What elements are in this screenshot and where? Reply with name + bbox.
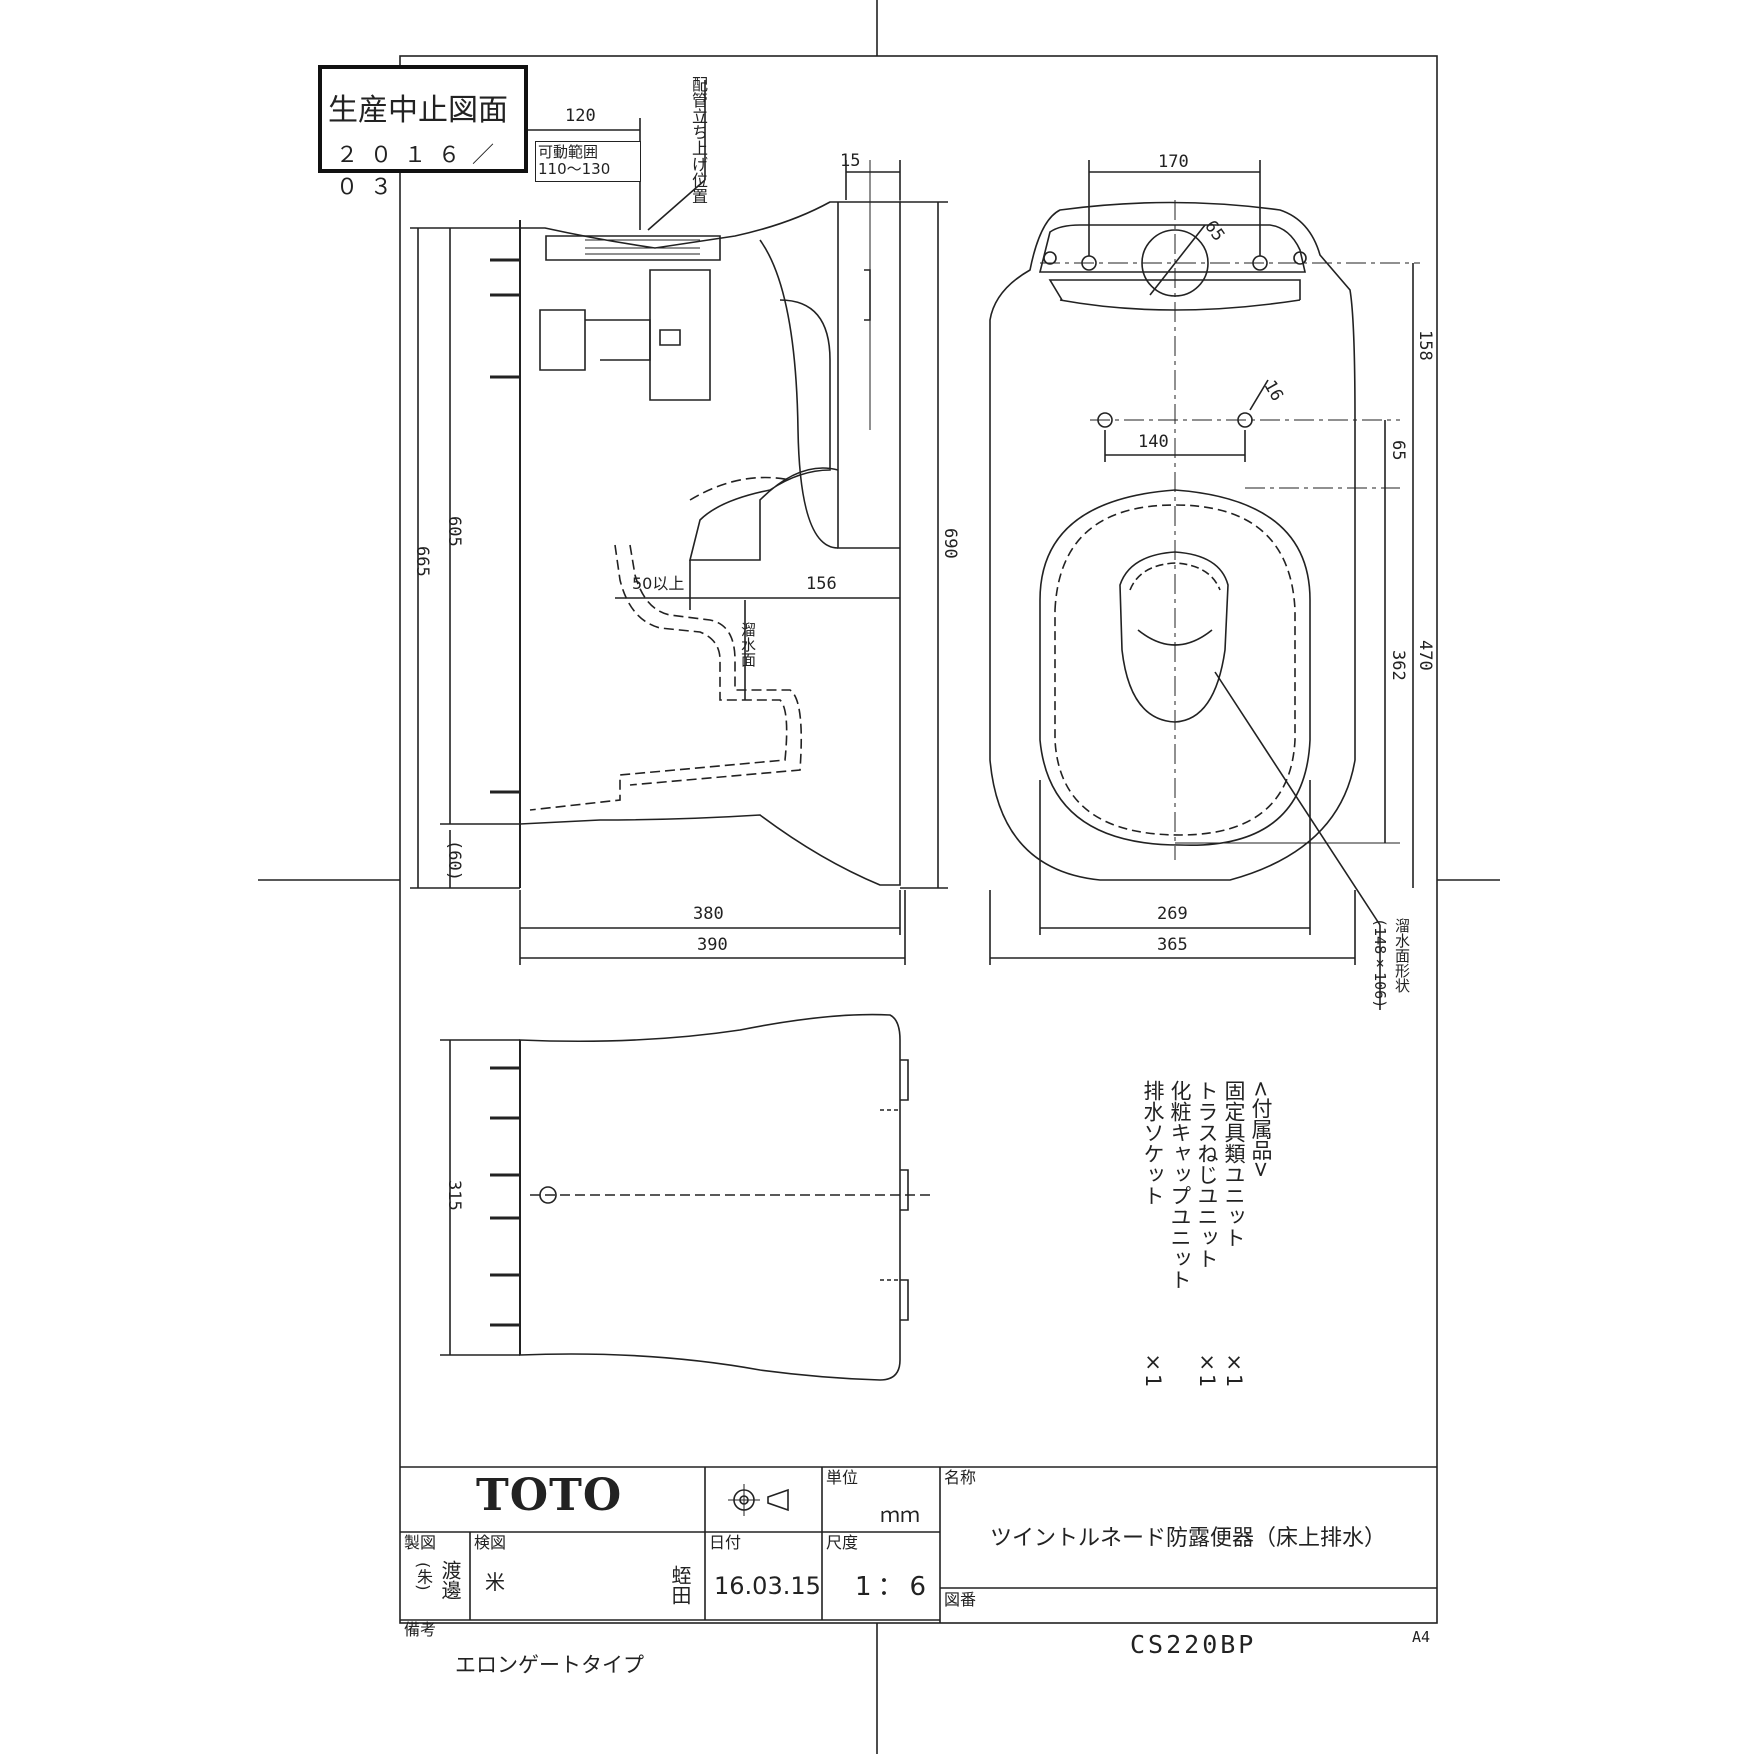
dim-365: 365 [1157,935,1188,955]
scale-label: 尺度 [826,1533,859,1552]
dim-120: 120 [565,106,596,126]
checked-by: 米 [485,1570,505,1594]
remarks-label: 備考 [404,1620,437,1639]
drawing-frame [399,55,1438,1624]
paper-size: A4 [1412,1628,1431,1646]
pipe-position-label: 配管立ち上げ位置 [689,76,708,204]
dim-140: 140 [1138,432,1169,452]
accessory-item: 化粧キャップユニット [1168,1080,1192,1290]
accessory-qty: ×1 [1195,1350,1219,1388]
accessory-item: 排水ソケット [1141,1080,1165,1206]
stamp-date: ２０１６／０３ [336,143,507,200]
accessory-item: 固定具類ユニット [1222,1080,1246,1248]
drawn-seal: (朱) [414,1562,433,1591]
unit-value: ｍｍ [880,1503,920,1527]
dim-665: 665 [412,546,432,577]
dim-65-offset: 65 [1388,440,1408,461]
title-block-lines [400,1466,1437,1623]
dim-362: 362 [1388,650,1408,681]
bottom-view [440,1013,935,1381]
date-value: 16.03.15 [714,1572,821,1600]
dim-269: 269 [1157,904,1188,924]
drawn-by: 渡邊 [438,1560,462,1600]
dim-50-min: 50以上 [632,574,685,593]
side-view [410,80,948,965]
movable-range-value: 110〜130 [538,160,611,179]
dim-15: 15 [840,151,861,171]
checked-label: 検図 [474,1533,507,1552]
drawing-no-label: 図番 [944,1590,977,1609]
dim-156: 156 [806,574,837,594]
dim-690: 690 [940,528,960,559]
dim-470: 470 [1415,640,1435,671]
accessory-qty: ×1 [1141,1350,1165,1388]
accessory-item: トラスねじユニット [1195,1080,1219,1269]
dim-605: 605 [444,516,464,547]
dim-315: 315 [444,1180,464,1211]
toto-logo: TOTO [476,1470,623,1521]
water-shape-size: (148×106) [1371,918,1389,1009]
product-name: ツイントルネード防露便器（床上排水） [990,1526,1387,1551]
drawing-number: CS220BP [1130,1630,1257,1659]
dim-60: (60) [444,840,464,881]
checked-by-2: 蛭田 [668,1565,692,1605]
accessory-qty: ×1 [1222,1350,1246,1388]
dim-170: 170 [1158,152,1189,172]
dim-158: 158 [1415,330,1435,361]
drawn-label: 製図 [404,1533,437,1552]
top-view [989,160,1420,1010]
stamp-title: 生産中止図面 [328,93,508,128]
movable-range-label: 可動範囲 [538,143,599,161]
scale-value: 1：6 [855,1572,933,1602]
unit-label: 単位 [826,1468,859,1487]
projection-symbol-icon [728,1484,789,1516]
water-surface-label: 溜水面 [739,622,757,667]
accessories-heading: <付属品> [1249,1080,1273,1179]
remarks-value: エロンゲートタイプ [455,1653,644,1677]
name-label: 名称 [944,1468,977,1487]
discontinued-stamp: 生産中止図面 ２０１６／０３ [318,65,528,200]
dim-380: 380 [693,904,724,924]
date-label: 日付 [709,1533,742,1552]
water-shape-label: 溜水面形状 [1393,918,1411,993]
movable-range-box: 可動範囲 110〜130 [535,141,641,182]
dim-390: 390 [697,935,728,955]
